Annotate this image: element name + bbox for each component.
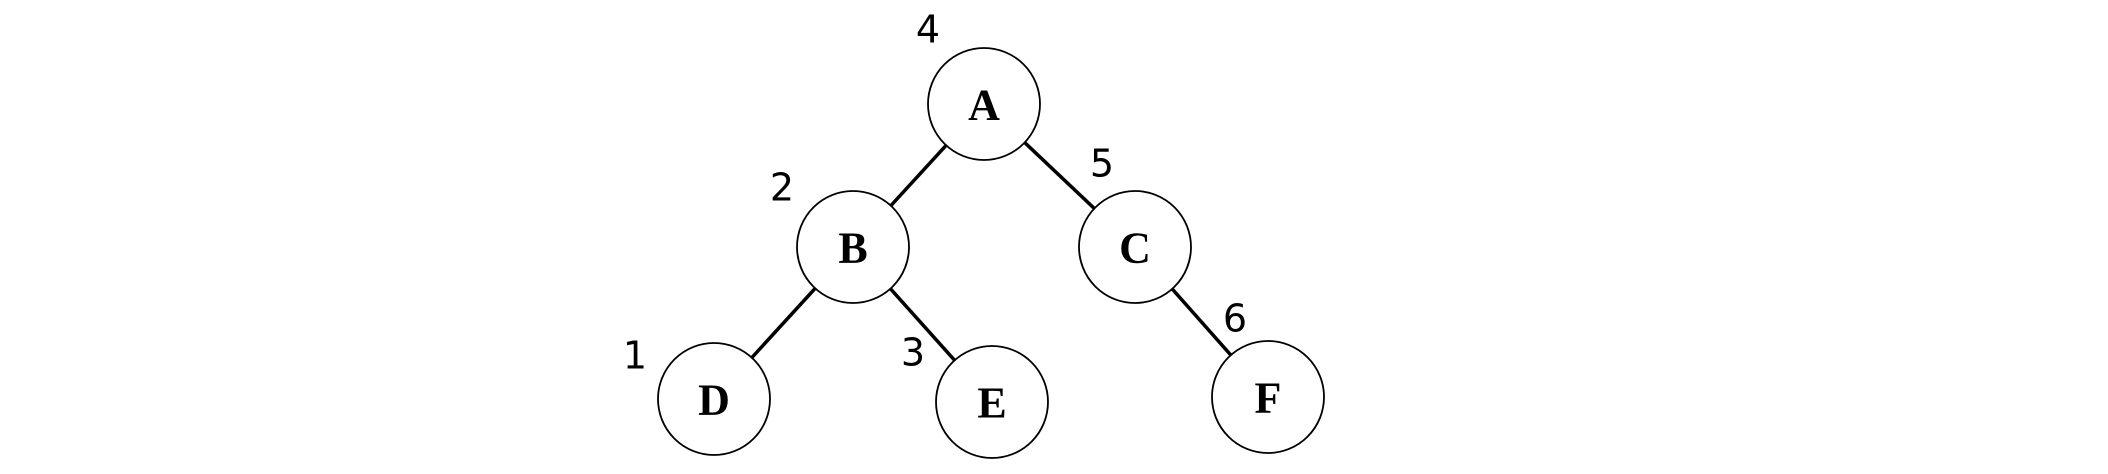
node-circle-D: [657, 342, 771, 456]
node-label-B: B: [838, 224, 867, 273]
traversal-number-F: 6: [1223, 297, 1247, 341]
node-label-A: A: [968, 81, 1000, 130]
traversal-number-C: 5: [1090, 142, 1114, 186]
tree-node-A: A4: [916, 8, 1041, 161]
node-circle-C: [1078, 190, 1192, 304]
node-label-E: E: [977, 379, 1006, 428]
node-circle-E: [935, 345, 1049, 459]
tree-node-C: C5: [1078, 142, 1192, 304]
node-circle-F: [1211, 340, 1325, 454]
traversal-number-A: 4: [916, 8, 940, 52]
node-circle-A: [927, 47, 1041, 161]
traversal-number-D: 1: [623, 334, 647, 378]
tree-node-F: F6: [1211, 297, 1325, 454]
node-label-F: F: [1255, 374, 1282, 423]
node-label-D: D: [698, 376, 730, 425]
tree-node-D: D1: [623, 334, 771, 456]
node-circle-B: [796, 190, 910, 304]
tree-node-B: B2: [770, 166, 910, 304]
node-label-C: C: [1119, 224, 1151, 273]
traversal-number-B: 2: [770, 166, 794, 210]
tree-node-E: E3: [901, 331, 1049, 459]
traversal-number-E: 3: [901, 331, 925, 375]
